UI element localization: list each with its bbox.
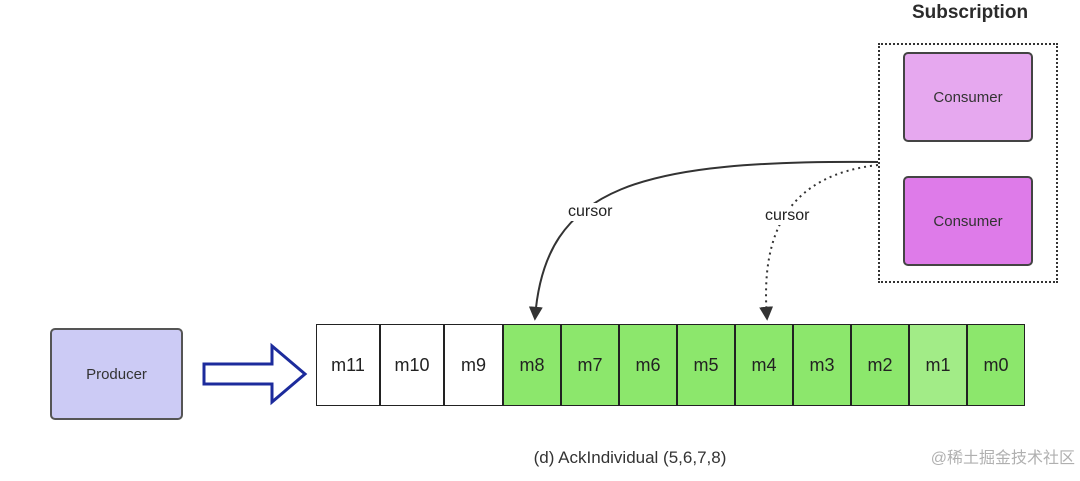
- consumer-node-1: Consumer: [903, 52, 1033, 142]
- message-cell-m1: m1: [909, 324, 967, 406]
- subscription-title: Subscription: [911, 2, 1029, 23]
- message-cell-m11: m11: [316, 324, 380, 406]
- consumer-node-2: Consumer: [903, 176, 1033, 266]
- consumer-label: Consumer: [933, 88, 1003, 106]
- message-cell-m7: m7: [561, 324, 619, 406]
- message-cell-m9: m9: [444, 324, 503, 406]
- message-cell-m0: m0: [967, 324, 1025, 406]
- figure-caption: (d) AckIndividual (5,6,7,8): [533, 448, 727, 467]
- message-cell-m10: m10: [380, 324, 444, 406]
- cursor-arrow-solid: [528, 160, 879, 321]
- subscription-group-box: [878, 43, 1058, 283]
- producer-flow-arrow: [202, 342, 308, 406]
- cursor-label-dotted: cursor: [763, 207, 812, 225]
- message-cell-m6: m6: [619, 324, 677, 406]
- producer-label: Producer: [86, 365, 147, 383]
- message-cell-m2: m2: [851, 324, 909, 406]
- message-cell-m5: m5: [677, 324, 735, 406]
- watermark: @稀土掘金技术社区: [930, 450, 1075, 467]
- message-cell-m3: m3: [793, 324, 851, 406]
- producer-node: Producer: [50, 328, 183, 420]
- cursor-label-solid: cursor: [566, 203, 615, 221]
- cursor-arrow-dotted: [759, 164, 879, 321]
- message-cell-m4: m4: [735, 324, 793, 406]
- consumer-label: Consumer: [933, 212, 1003, 230]
- message-cell-m8: m8: [503, 324, 561, 406]
